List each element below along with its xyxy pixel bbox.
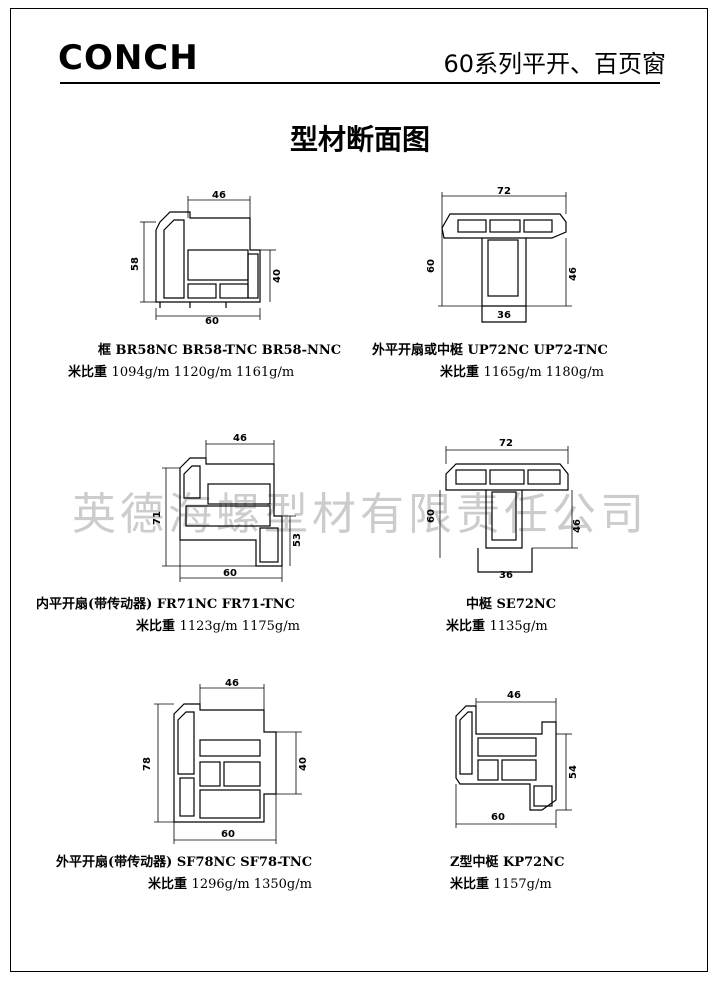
weight-values: 1296g/m 1350g/m [191,877,312,892]
dim-right-label: 46 [568,267,579,281]
weight-label: 米比重 [68,365,108,380]
profile-drawing-sf78: 46 78 40 60 [142,678,309,844]
profile-drawing-se72: 72 60 46 36 [426,438,583,581]
dim-right-label: 54 [568,765,579,779]
profile-caption-kp72: Z型中梃 KP72NC 米比重 1157g/m [450,852,564,896]
dim-top-label: 46 [225,678,239,689]
profile-name: 中梃 SE72NC [466,597,557,612]
weight-values: 1094g/m 1120g/m 1161g/m [111,365,295,380]
weight-label: 米比重 [446,619,486,634]
dim-left-label: 60 [426,259,437,273]
weight-values: 1135g/m [489,619,548,634]
page-title: 型材断面图 [289,123,430,156]
dim-left-label: 58 [130,257,141,271]
dim-right-label: 40 [272,269,283,283]
dim-bottom-label: 60 [491,812,505,823]
profile-name: 外平开扇(带传动器) SF78NC SF78-TNC [56,855,313,870]
dim-right-label: 40 [298,757,309,771]
dim-right-label: 46 [572,519,583,533]
profile-caption-sf78: 外平开扇(带传动器) SF78NC SF78-TNC 米比重 1296g/m 1… [56,852,312,896]
profile-name: 内平开扇(带传动器) FR71NC FR71-TNC [36,597,295,612]
dim-top-label: 46 [212,190,226,201]
dim-top-label: 72 [497,186,511,197]
weight-label: 米比重 [450,877,490,892]
dim-bottom-label: 60 [221,829,235,840]
page-border [10,8,708,972]
profile-drawing-up72: 72 60 46 36 [426,186,579,323]
dim-right-label: 53 [292,533,303,547]
brand-logo: CONCH [58,38,199,78]
profile-caption-up72: 外平开扇或中梃 UP72NC UP72-TNC 米比重 1165g/m 1180… [372,340,608,384]
dim-bottom-label: 60 [205,316,219,327]
profile-name: 框 BR58NC BR58-TNC BR58-NNC [98,343,342,358]
profile-name: 外平开扇或中梃 UP72NC UP72-TNC [372,343,608,358]
dim-bottom-label: 60 [223,568,237,579]
dim-left-label: 71 [152,511,163,525]
dim-top-label: 46 [233,433,247,444]
profile-name: Z型中梃 KP72NC [450,855,565,870]
profile-caption-fr71: 内平开扇(带传动器) FR71NC FR71-TNC 米比重 1123g/m 1… [36,594,300,638]
weight-label: 米比重 [148,877,188,892]
weight-values: 1165g/m 1180g/m [483,365,604,380]
weight-values: 1123g/m 1175g/m [179,619,300,634]
dim-top-label: 72 [499,438,513,449]
profile-drawing-kp72: 46 54 60 [455,690,579,828]
header-divider [60,82,660,84]
profile-caption-br58: 框 BR58NC BR58-TNC BR58-NNC 米比重 1094g/m 1… [68,340,342,384]
profile-drawing-br58: 46 58 40 60 [130,190,283,327]
profile-drawing-fr71: 46 71 53 60 [152,433,303,582]
dim-bottom-label: 36 [497,310,511,321]
series-title: 60系列平开、百页窗 [443,50,666,78]
weight-values: 1157g/m [493,877,552,892]
dim-top-label: 46 [507,690,521,701]
profile-caption-se72: 中梃 SE72NC 米比重 1135g/m [446,594,557,638]
dim-bottom-label: 36 [499,570,513,581]
weight-label: 米比重 [136,619,176,634]
weight-label: 米比重 [440,365,480,380]
dim-left-label: 78 [142,757,153,771]
dim-left-label: 60 [426,509,437,523]
